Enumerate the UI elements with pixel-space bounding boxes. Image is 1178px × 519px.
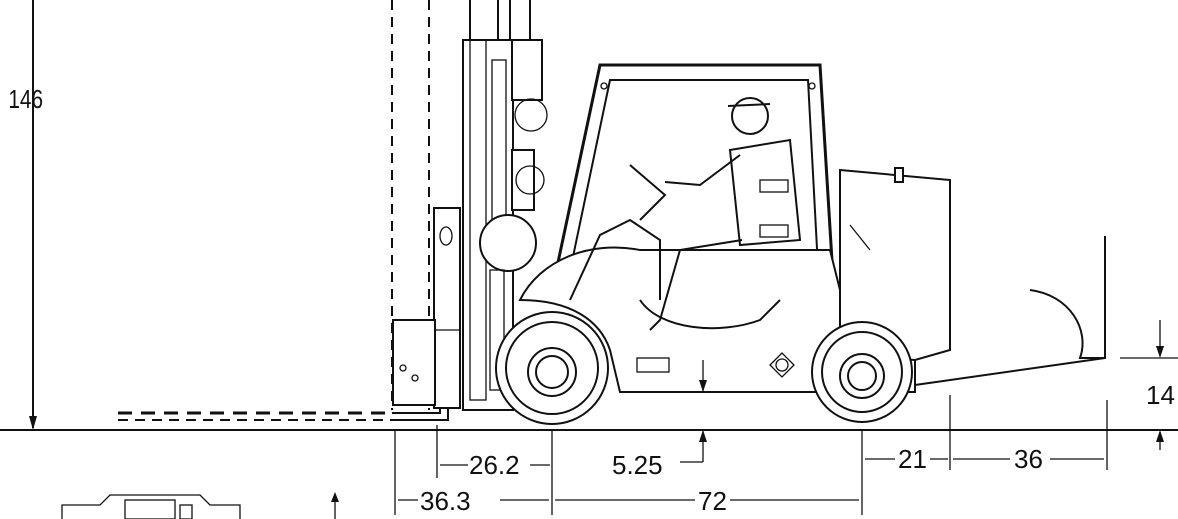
fork-outline <box>118 405 449 421</box>
counterweight-extension-dimension: 36 <box>953 400 1108 474</box>
rear-height-dimension: 14 <box>1120 320 1178 450</box>
rear-height-label: 14 <box>1146 380 1175 410</box>
front-overhang-label: 36.3 <box>420 486 471 516</box>
wheelbase-dimension: 72 <box>555 430 863 516</box>
ground-clearance-label: 5.25 <box>612 450 663 480</box>
overhead-guard <box>548 63 837 311</box>
load-center-dimension: 26.2 <box>436 425 553 515</box>
overall-height-label: 146 <box>8 85 43 114</box>
front-overhang-dimension: 36.3 <box>394 430 549 516</box>
counterweight-extension-label: 36 <box>1014 444 1043 474</box>
wheelbase-label: 72 <box>698 486 727 516</box>
rear-wheel <box>811 321 913 423</box>
rear-overhang-dimension: 21 <box>865 395 951 474</box>
front-wheel <box>495 311 609 425</box>
fork-carriage <box>392 207 461 409</box>
inset-top-view <box>61 492 339 519</box>
overall-height-dimension: 146 <box>8 0 43 430</box>
load-center-label: 26.2 <box>469 450 520 480</box>
operator-figure <box>629 97 802 331</box>
turning-sweep <box>914 236 1106 386</box>
counterweight <box>839 167 951 362</box>
ground-clearance-dimension: 5.25 <box>612 360 707 480</box>
rear-overhang-label: 21 <box>898 444 927 474</box>
